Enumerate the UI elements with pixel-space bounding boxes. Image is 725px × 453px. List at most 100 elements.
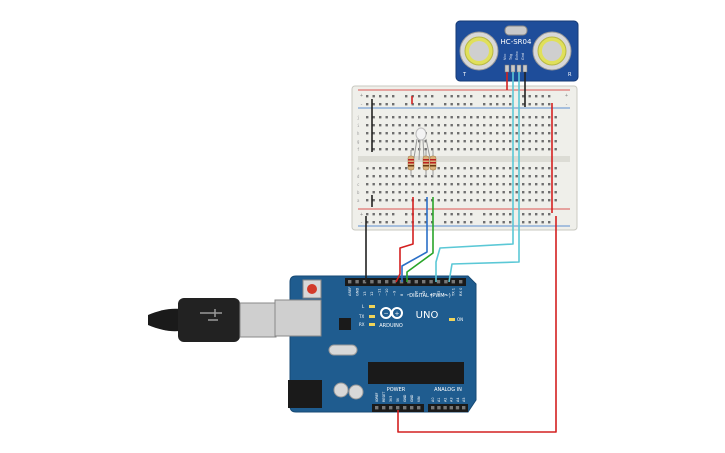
breadboard-hole[interactable] [509, 95, 512, 98]
digital-pin[interactable] [392, 280, 396, 284]
breadboard-hole[interactable] [444, 116, 447, 119]
breadboard-hole[interactable] [457, 95, 460, 98]
breadboard-hole[interactable] [366, 183, 369, 186]
breadboard-hole[interactable] [392, 148, 395, 151]
analog-pin[interactable] [449, 406, 453, 410]
breadboard-hole[interactable] [431, 175, 434, 178]
breadboard-hole[interactable] [554, 191, 557, 194]
breadboard-hole[interactable] [431, 132, 434, 135]
breadboard-hole[interactable] [385, 148, 388, 151]
breadboard-hole[interactable] [444, 95, 447, 98]
breadboard-hole[interactable] [431, 140, 434, 143]
breadboard-hole[interactable] [476, 116, 479, 119]
breadboard-hole[interactable] [483, 167, 486, 170]
breadboard-hole[interactable] [515, 140, 518, 143]
breadboard-hole[interactable] [522, 213, 525, 216]
breadboard-hole[interactable] [502, 183, 505, 186]
breadboard-hole[interactable] [541, 148, 544, 151]
breadboard-hole[interactable] [470, 167, 473, 170]
breadboard-hole[interactable] [379, 103, 382, 106]
breadboard-hole[interactable] [424, 95, 427, 98]
breadboard-hole[interactable] [483, 103, 486, 106]
breadboard-hole[interactable] [548, 221, 551, 224]
breadboard-hole[interactable] [424, 124, 427, 127]
breadboard-hole[interactable] [483, 183, 486, 186]
analog-pin[interactable] [462, 406, 466, 410]
breadboard-hole[interactable] [450, 199, 453, 202]
breadboard-hole[interactable] [522, 148, 525, 151]
breadboard-hole[interactable] [463, 221, 466, 224]
breadboard-hole[interactable] [489, 221, 492, 224]
breadboard-hole[interactable] [385, 167, 388, 170]
breadboard-hole[interactable] [398, 175, 401, 178]
breadboard-hole[interactable] [424, 191, 427, 194]
breadboard-hole[interactable] [535, 191, 538, 194]
breadboard-hole[interactable] [392, 124, 395, 127]
wire-red-led[interactable] [395, 197, 414, 283]
breadboard-hole[interactable] [470, 103, 473, 106]
breadboard-hole[interactable] [541, 183, 544, 186]
breadboard-hole[interactable] [528, 124, 531, 127]
breadboard-hole[interactable] [535, 95, 538, 98]
breadboard-hole[interactable] [548, 124, 551, 127]
breadboard-hole[interactable] [437, 191, 440, 194]
breadboard-hole[interactable] [522, 191, 525, 194]
breadboard-hole[interactable] [379, 199, 382, 202]
breadboard-hole[interactable] [366, 213, 369, 216]
breadboard-hole[interactable] [535, 199, 538, 202]
breadboard-hole[interactable] [411, 124, 414, 127]
digital-pin[interactable] [429, 280, 433, 284]
breadboard-hole[interactable] [405, 132, 408, 135]
breadboard-hole[interactable] [431, 95, 434, 98]
breadboard-hole[interactable] [418, 103, 421, 106]
breadboard-hole[interactable] [418, 95, 421, 98]
breadboard-hole[interactable] [541, 124, 544, 127]
breadboard-hole[interactable] [437, 199, 440, 202]
breadboard-hole[interactable] [489, 191, 492, 194]
breadboard-hole[interactable] [405, 124, 408, 127]
breadboard-hole[interactable] [366, 103, 369, 106]
breadboard-hole[interactable] [405, 148, 408, 151]
breadboard-hole[interactable] [411, 183, 414, 186]
breadboard-hole[interactable] [418, 167, 421, 170]
breadboard-hole[interactable] [515, 124, 518, 127]
breadboard-hole[interactable] [392, 183, 395, 186]
breadboard-hole[interactable] [385, 191, 388, 194]
breadboard-hole[interactable] [528, 95, 531, 98]
breadboard-hole[interactable] [535, 221, 538, 224]
breadboard-hole[interactable] [450, 140, 453, 143]
breadboard-hole[interactable] [424, 221, 427, 224]
breadboard-hole[interactable] [372, 132, 375, 135]
breadboard-hole[interactable] [548, 116, 551, 119]
breadboard-hole[interactable] [385, 116, 388, 119]
breadboard-hole[interactable] [548, 213, 551, 216]
breadboard-hole[interactable] [366, 148, 369, 151]
breadboard-hole[interactable] [424, 213, 427, 216]
breadboard-hole[interactable] [515, 116, 518, 119]
breadboard-hole[interactable] [379, 95, 382, 98]
breadboard-hole[interactable] [509, 140, 512, 143]
digital-pin[interactable] [355, 280, 359, 284]
wire-echo-to-arduino[interactable] [448, 110, 520, 283]
breadboard-hole[interactable] [535, 116, 538, 119]
breadboard-hole[interactable] [385, 199, 388, 202]
breadboard-hole[interactable] [463, 103, 466, 106]
breadboard-hole[interactable] [366, 199, 369, 202]
breadboard-hole[interactable] [496, 132, 499, 135]
breadboard-hole[interactable] [470, 116, 473, 119]
breadboard-hole[interactable] [372, 116, 375, 119]
breadboard-hole[interactable] [366, 95, 369, 98]
breadboard-hole[interactable] [444, 124, 447, 127]
breadboard-hole[interactable] [418, 221, 421, 224]
breadboard-hole[interactable] [437, 175, 440, 178]
breadboard-hole[interactable] [372, 167, 375, 170]
breadboard-hole[interactable] [470, 183, 473, 186]
power-pin[interactable] [396, 406, 400, 410]
power-pin[interactable] [389, 406, 393, 410]
breadboard-hole[interactable] [444, 103, 447, 106]
breadboard-hole[interactable] [411, 116, 414, 119]
breadboard-hole[interactable] [385, 95, 388, 98]
breadboard-hole[interactable] [398, 124, 401, 127]
breadboard-hole[interactable] [554, 167, 557, 170]
breadboard-hole[interactable] [405, 95, 408, 98]
